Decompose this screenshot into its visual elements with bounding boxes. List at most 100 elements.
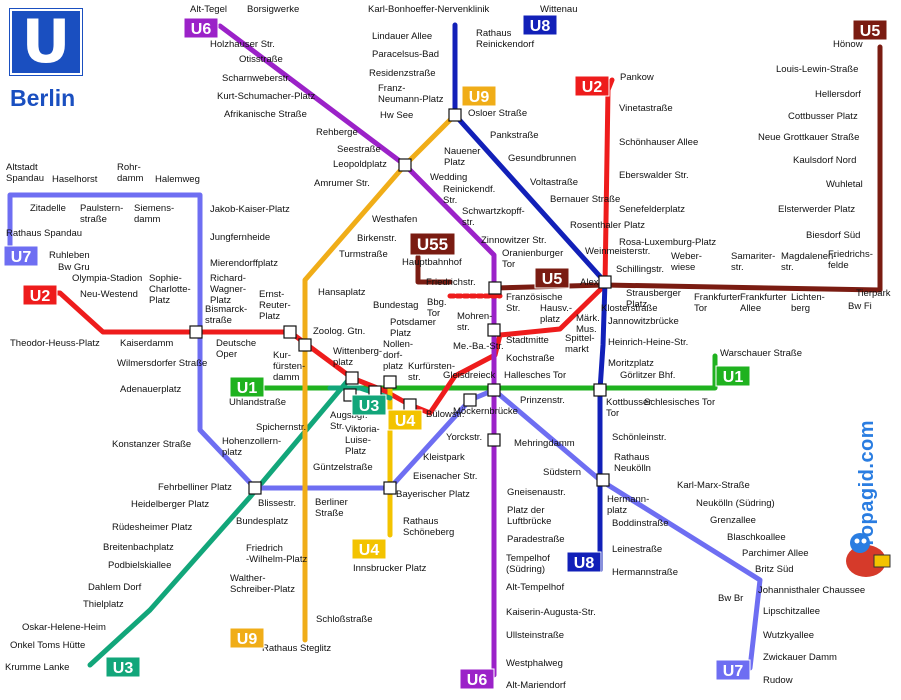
station-turmstr[interactable]: Turmstraße [339, 249, 388, 260]
station-suedstern[interactable]: Südstern [543, 467, 581, 478]
station-ernst-reuter[interactable]: Ernst-Reuter-Platz [259, 289, 291, 322]
station-otisstr[interactable]: Otisstraße [239, 54, 283, 65]
station-thielplatz[interactable]: Thielplatz [83, 599, 124, 610]
station-gesundbrunnen[interactable]: Gesundbrunnen [508, 153, 576, 164]
station-olympia-stadion[interactable]: Olympia-Stadion [72, 273, 142, 284]
line-badge-u6-top[interactable]: U6 [183, 17, 219, 39]
station-alt-tempelhof[interactable]: Alt-Tempelhof [506, 582, 564, 593]
station-rathaus-spandau[interactable]: Rathaus Spandau [6, 228, 82, 239]
station-leinestr[interactable]: Leinestraße [612, 544, 662, 555]
station-walther-schreiber[interactable]: Walther-Schreiber-Platz [230, 573, 295, 595]
station-halemweg[interactable]: Halemweg [155, 174, 200, 185]
station-paradestr[interactable]: Paradestraße [507, 534, 565, 545]
line-badge-u3-mid[interactable]: U3 [351, 394, 387, 416]
line-badge-u7-left[interactable]: U7 [3, 245, 39, 267]
station-bernauer[interactable]: Bernauer Straße [550, 194, 620, 205]
station-maerk-mus[interactable]: Märk.Mus. [576, 313, 600, 335]
station-sophie-charlotte[interactable]: Sophie-Charlotte-Platz [149, 273, 191, 306]
station-westhafen[interactable]: Westhafen [372, 214, 417, 225]
line-badge-u5-top[interactable]: U5 [852, 19, 888, 41]
line-badge-u1-left[interactable]: U1 [229, 376, 265, 398]
station-augsburger[interactable]: Augsbgr.Str. [330, 410, 368, 432]
station-samariterstr[interactable]: Samariter-str. [731, 251, 775, 273]
station-blaschko[interactable]: Blaschkoallee [727, 532, 786, 543]
station-eisenacher[interactable]: Eisenacher Str. [413, 471, 477, 482]
interchange-marker[interactable] [596, 473, 610, 487]
station-amrumer[interactable]: Amrumer Str. [314, 178, 370, 189]
station-neukoelln[interactable]: Neukölln (Südring) [696, 498, 775, 509]
station-onkel-toms[interactable]: Onkel Toms Hütte [10, 640, 85, 651]
station-hw-see[interactable]: Hw See [380, 110, 413, 121]
line-badge-u8-bot[interactable]: U8 [566, 551, 602, 573]
station-kaiserdamm[interactable]: Kaiserdamm [120, 338, 173, 349]
station-afrikanische[interactable]: Afrikanische Straße [224, 109, 307, 120]
station-haselhorst[interactable]: Haselhorst [52, 174, 98, 185]
line-u6-route[interactable] [217, 23, 497, 678]
station-biesdorf[interactable]: Biesdorf Süd [806, 230, 860, 241]
station-uhlandstr[interactable]: Uhlandstraße [229, 397, 286, 408]
station-rudow[interactable]: Rudow [763, 675, 793, 686]
station-leopoldplatz[interactable]: Leopoldplatz [333, 159, 387, 170]
station-ruedesheimer[interactable]: Rüdesheimer Platz [112, 522, 193, 533]
station-mendelssohn[interactable]: Me.-Ba.-Str. [453, 341, 504, 352]
station-magdalenenstr[interactable]: Magdalenen-str. [781, 251, 836, 273]
station-eberswalder[interactable]: Eberswalder Str. [619, 170, 689, 181]
station-britz-sued[interactable]: Britz Süd [755, 564, 794, 575]
station-parchimer[interactable]: Parchimer Allee [742, 548, 809, 559]
station-prinzenstr[interactable]: Prinzenstr. [520, 395, 565, 406]
station-hallesches-tor[interactable]: Hallesches Tor [504, 370, 566, 381]
station-ruhleben[interactable]: Ruhleben [49, 250, 90, 261]
line-u3-route[interactable] [87, 375, 353, 668]
station-wuhletal[interactable]: Wuhletal [826, 179, 863, 190]
station-reinickendorfer[interactable]: Reinickendf.Str. [443, 184, 495, 206]
station-voltastr[interactable]: Voltastraße [530, 177, 578, 188]
line-badge-u4-bot[interactable]: U4 [351, 538, 387, 560]
station-ullsteinstr[interactable]: Ullsteinstraße [506, 630, 564, 641]
station-rathaus-steglitz[interactable]: Rathaus Steglitz [262, 643, 331, 654]
station-brandenburger[interactable]: Bbg.Tor [427, 297, 447, 319]
station-louis-lewin[interactable]: Louis-Lewin-Straße [776, 64, 858, 75]
station-richard-wagner[interactable]: Richard-Wagner-Platz [210, 273, 246, 306]
station-gneisenau[interactable]: Gneisenaustr. [507, 487, 566, 498]
line-badge-u9-top[interactable]: U9 [461, 85, 497, 107]
station-friedrich-wilhelm[interactable]: Friedrich-Wilhelm-Platz [246, 543, 307, 565]
station-innsbrucker[interactable]: Innsbrucker Platz [353, 563, 427, 574]
station-guentzelstr[interactable]: Güntzelstraße [313, 462, 373, 473]
station-schlossstr[interactable]: Schloßstraße [316, 614, 373, 625]
station-cottbusser[interactable]: Cottbusser Platz [788, 111, 858, 122]
station-tempelhof[interactable]: Tempelhof(Südring) [506, 553, 550, 575]
station-tierpark[interactable]: Tierpark [856, 288, 891, 299]
station-kurt-schumacher[interactable]: Kurt-Schumacher-Platz [217, 91, 315, 102]
station-stadtmitte[interactable]: Stadtmitte [506, 335, 549, 346]
station-seestr[interactable]: Seestraße [337, 144, 381, 155]
station-oskar-helene[interactable]: Oskar-Helene-Heim [22, 622, 106, 633]
station-warschauer[interactable]: Warschauer Straße [720, 348, 802, 359]
station-paulsternstr[interactable]: Paulstern-straße [80, 203, 123, 225]
station-hansaplatz[interactable]: Hansaplatz [318, 287, 366, 298]
station-fehrbelliner[interactable]: Fehrbelliner Platz [158, 482, 232, 493]
station-krumme-lanke[interactable]: Krumme Lanke [5, 662, 69, 673]
station-hoenow[interactable]: Hönow [833, 39, 863, 50]
line-badge-u9-bot[interactable]: U9 [229, 627, 265, 649]
interchange-marker[interactable] [463, 393, 477, 407]
interchange-marker[interactable] [298, 338, 312, 352]
station-scharnweber[interactable]: Scharnweberstr. [222, 73, 291, 84]
interchange-marker[interactable] [189, 325, 203, 339]
station-birkenstr[interactable]: Birkenstr. [357, 233, 397, 244]
station-hellersdorf[interactable]: Hellersdorf [815, 89, 861, 100]
station-westphalweg[interactable]: Westphalweg [506, 658, 563, 669]
station-kleistpark[interactable]: Kleistpark [423, 452, 465, 463]
station-heidelberger[interactable]: Heidelberger Platz [131, 499, 209, 510]
station-hausvogtei[interactable]: Hausv.-platz [540, 303, 572, 325]
station-breitenbach[interactable]: Breitenbachplatz [103, 542, 174, 553]
station-jakob-kaiser[interactable]: Jakob-Kaiser-Platz [210, 204, 290, 215]
interchange-marker[interactable] [398, 158, 412, 172]
station-zoolog[interactable]: Zoolog. Gtn. [313, 326, 365, 337]
station-alt-mariendorf[interactable]: Alt-Mariendorf [506, 680, 566, 691]
line-badge-u55[interactable]: U55 [409, 232, 456, 256]
